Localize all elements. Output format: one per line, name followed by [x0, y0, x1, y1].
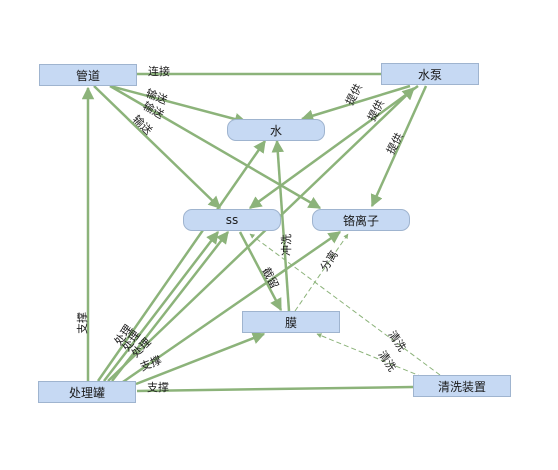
edge-chuliguan-shui	[96, 139, 267, 382]
label-zhicheng-1: 支撑	[75, 312, 89, 334]
label-qingxi-2: 清洗	[376, 348, 399, 374]
edge-chuliguan-shuibeng	[107, 87, 415, 382]
label-tigong-1: 提供	[342, 81, 365, 107]
edge-qingxi-chuliguan	[136, 385, 414, 393]
edge-chuliguan-gelizi	[119, 230, 342, 386]
edge-guandao-gelizi	[109, 84, 322, 210]
edge-chuliguan-mo	[135, 332, 266, 386]
node-qingxi[interactable]: 清洗装置	[413, 375, 511, 397]
label-zhicheng-3: 支撑	[147, 380, 169, 394]
node-ss[interactable]: ss	[183, 209, 281, 231]
node-mo[interactable]: 膜	[242, 311, 340, 333]
label-tigong-3: 提供	[383, 130, 406, 156]
node-guandao[interactable]: 管道	[39, 64, 137, 86]
edge-shuibeng-gelizi	[370, 85, 428, 208]
label-lianjie: 连接	[148, 65, 170, 78]
node-shui[interactable]: 水	[227, 119, 325, 141]
edge-chuliguan-ss-2	[111, 231, 229, 382]
node-gelizi[interactable]: 铬离子	[312, 209, 410, 231]
edge-guandao-ss	[93, 85, 221, 209]
label-qingxi-1: 清洗	[386, 328, 409, 354]
edge-guandao-shui	[109, 84, 248, 126]
edge-shuibeng-ss	[248, 84, 419, 210]
edge-mo-shui	[271, 139, 291, 312]
node-chuliguan[interactable]: 处理罐	[38, 381, 136, 403]
label-chongxi: 冲洗	[279, 234, 293, 256]
edge-shuibeng-shui	[300, 84, 411, 122]
edge-ss-mo	[238, 231, 283, 312]
edge-chuliguan-ss-1	[103, 231, 219, 382]
node-shuibeng[interactable]: 水泵	[381, 63, 479, 85]
label-fenli: 分离	[317, 248, 341, 274]
edge-qingxi-mo	[316, 333, 431, 381]
